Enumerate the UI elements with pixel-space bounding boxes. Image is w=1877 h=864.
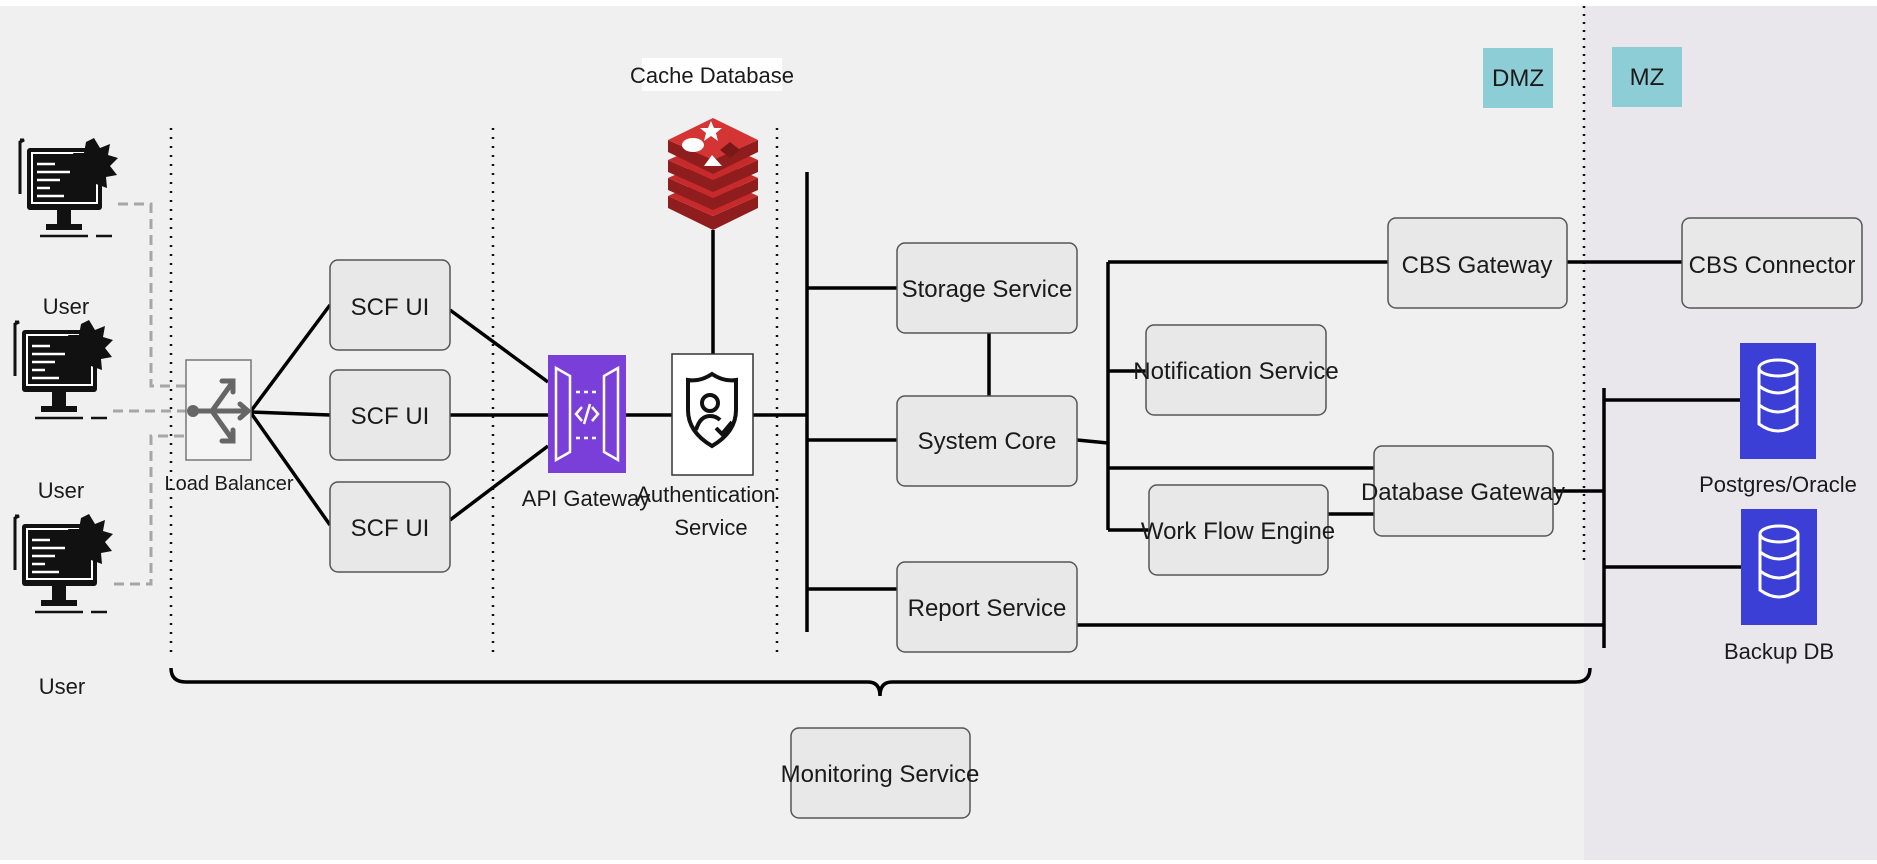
api-gateway-label: API Gateway <box>522 486 650 511</box>
monitoring-service: Monitoring Service <box>781 727 980 819</box>
postgres-oracle-label: Postgres/Oracle <box>1699 472 1857 497</box>
user-label: User <box>39 674 85 699</box>
user-1: User <box>18 138 118 319</box>
backup-db-label: Backup DB <box>1724 639 1834 664</box>
monitoring-bracket <box>169 667 1592 697</box>
scf-ui-2: SCF UI <box>329 369 451 461</box>
mz-badge: MZ <box>1612 47 1682 107</box>
load-balancer: Load Balancer <box>165 359 294 495</box>
monitoring-service-label: Monitoring Service <box>781 761 980 788</box>
scf-ui-label: SCF UI <box>351 294 430 321</box>
dmz-zone <box>0 6 1584 864</box>
work-flow-engine-label: Work Flow Engine <box>1141 518 1335 545</box>
redis-icon <box>668 118 758 230</box>
scf-ui-3: SCF UI <box>329 481 451 573</box>
computer-with-bug-icon <box>13 320 113 420</box>
user-label: User <box>43 294 89 319</box>
computer-with-bug-icon <box>18 138 118 238</box>
notification-service-label: Notification Service <box>1133 358 1338 385</box>
work-flow-engine: Work Flow Engine <box>1141 484 1335 576</box>
dmz-badge: DMZ <box>1483 48 1553 108</box>
auth-service-label: Authentication Service <box>636 482 782 540</box>
database-icon <box>1758 524 1800 599</box>
postgres-oracle-db: Postgres/Oracle <box>1699 343 1857 497</box>
system-core: System Core <box>896 395 1078 487</box>
api-gateway-icon <box>554 365 620 463</box>
scf-ui-label: SCF UI <box>351 403 430 430</box>
report-service-label: Report Service <box>908 595 1067 622</box>
scf-ui-label: SCF UI <box>351 515 430 542</box>
scf-ui-1: SCF UI <box>329 259 451 351</box>
cache-database: Cache Database <box>630 58 794 230</box>
system-core-label: System Core <box>918 428 1057 455</box>
cbs-gateway: CBS Gateway <box>1387 217 1568 309</box>
mz-zone <box>1584 6 1877 864</box>
report-service: Report Service <box>896 561 1078 653</box>
user-3: User <box>13 514 113 699</box>
backup-db: Backup DB <box>1724 509 1834 664</box>
computer-with-bug-icon <box>13 514 113 614</box>
user-label: User <box>38 478 84 503</box>
storage-service: Storage Service <box>896 242 1078 334</box>
user-2: User <box>13 320 113 503</box>
mz-label: MZ <box>1630 64 1665 91</box>
authentication-service: Authentication Service <box>636 353 782 540</box>
cbs-connector: CBS Connector <box>1681 217 1863 309</box>
load-balancer-icon <box>191 378 252 444</box>
user-links <box>113 202 186 586</box>
cache-database-label: Cache Database <box>630 63 794 88</box>
storage-service-label: Storage Service <box>902 276 1073 303</box>
database-gateway-label: Database Gateway <box>1361 479 1565 506</box>
cbs-connector-label: CBS Connector <box>1689 252 1856 279</box>
database-gateway: Database Gateway <box>1361 445 1565 537</box>
notification-service: Notification Service <box>1133 324 1339 416</box>
database-icon <box>1757 358 1799 433</box>
dmz-label: DMZ <box>1492 65 1544 92</box>
shield-user-icon <box>686 371 738 449</box>
bottom-margin <box>0 860 1877 864</box>
connections <box>249 172 1741 648</box>
api-gateway: API Gateway <box>522 355 650 511</box>
load-balancer-label: Load Balancer <box>165 473 294 495</box>
cbs-gateway-label: CBS Gateway <box>1402 252 1553 279</box>
